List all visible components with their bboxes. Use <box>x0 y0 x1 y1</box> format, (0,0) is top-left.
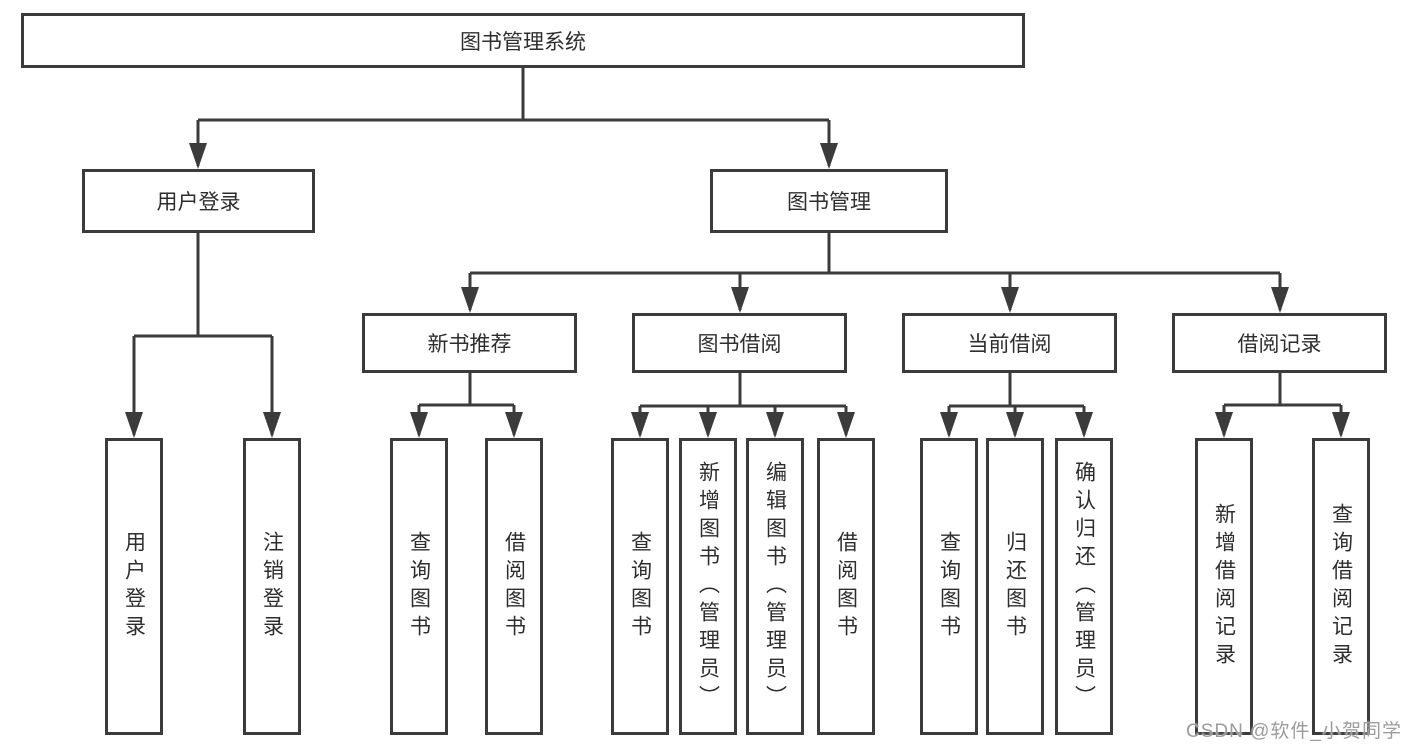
node-user-login: 用户登录 <box>82 169 315 233</box>
leaf-edit-book-admin: 编辑图书（管理员） <box>746 438 804 735</box>
node-book-management: 图书管理 <box>710 169 948 233</box>
leaf-confirm-return-admin: 确认归还（管理员） <box>1055 438 1113 735</box>
leaf-return-book: 归还图书 <box>986 438 1044 735</box>
node-current-borrow: 当前借阅 <box>902 313 1117 373</box>
leaf-query-borrow-record: 查询借阅记录 <box>1312 438 1370 735</box>
leaf-query-books-recommend: 查询图书 <box>390 438 448 735</box>
leaf-query-books-current: 查询图书 <box>920 438 978 735</box>
node-book-borrow: 图书借阅 <box>632 313 847 373</box>
leaf-logout: 注销登录 <box>243 438 301 735</box>
leaf-user-login: 用户登录 <box>105 438 163 735</box>
node-borrow-records: 借阅记录 <box>1172 313 1387 373</box>
connector-paths <box>132 68 1343 435</box>
leaf-borrow-books: 借阅图书 <box>817 438 875 735</box>
node-library-management-system: 图书管理系统 <box>21 13 1025 68</box>
node-new-book-recommend: 新书推荐 <box>362 313 577 373</box>
leaf-query-books-borrow: 查询图书 <box>611 438 669 735</box>
leaf-borrow-books-recommend: 借阅图书 <box>485 438 543 735</box>
leaf-add-borrow-record: 新增借阅记录 <box>1195 438 1253 735</box>
leaf-add-book-admin: 新增图书（管理员） <box>679 438 737 735</box>
csdn-watermark: CSDN @软件_小贺同学 <box>1186 721 1402 742</box>
